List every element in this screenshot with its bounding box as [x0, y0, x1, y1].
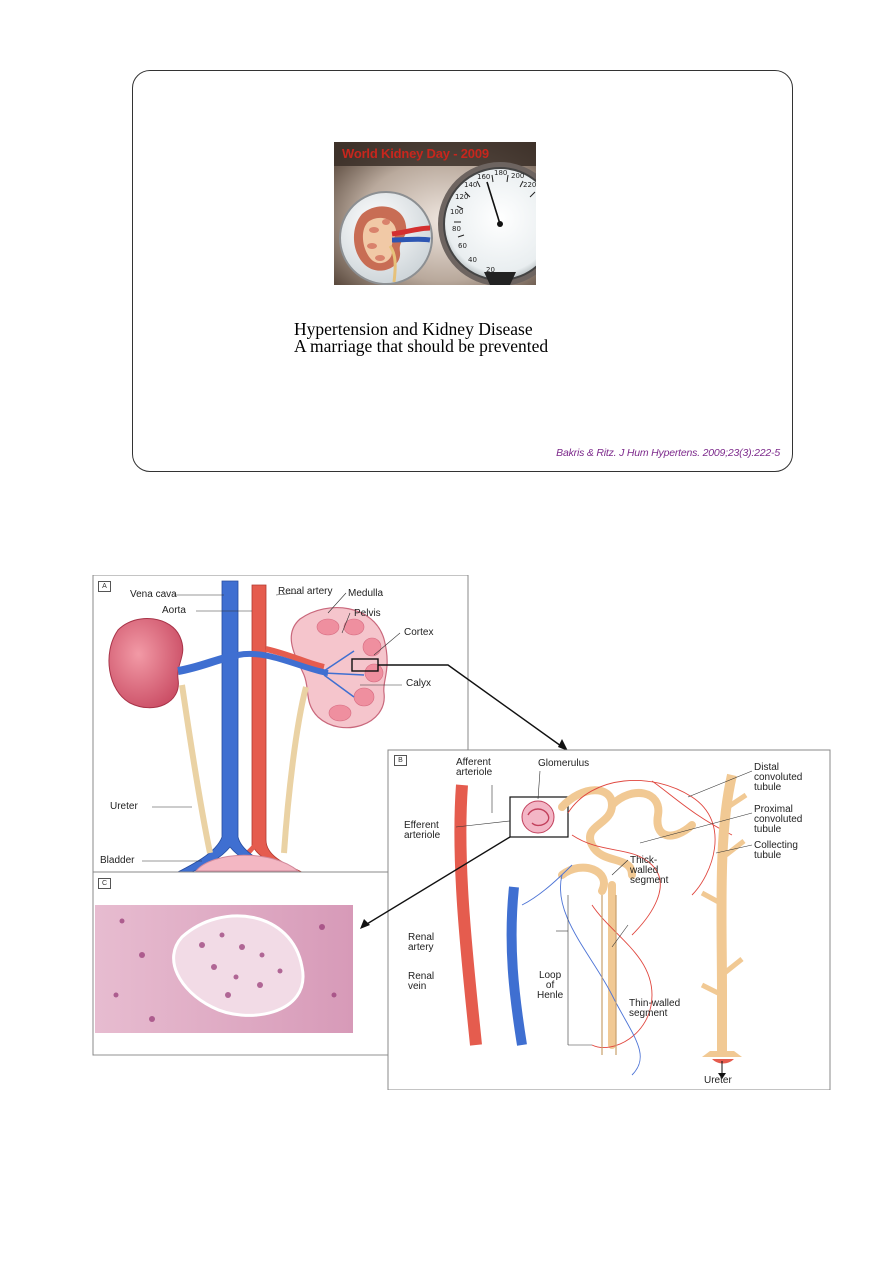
tubule-network — [558, 786, 696, 1049]
label-glomerulus: Glomerulus — [538, 758, 590, 769]
world-kidney-day-banner: 20 40 60 80 100 120 140 160 180 200 220 — [334, 142, 536, 285]
label-calyx: Calyx — [406, 678, 432, 689]
figure-drawing — [92, 575, 831, 1090]
gauge-tick-label: 100 — [450, 208, 463, 216]
panel-label-b: B — [394, 755, 407, 766]
gauge-tick-label: 220 — [523, 181, 536, 189]
bladder — [194, 854, 300, 872]
banner-title: World Kidney Day - 2009 — [342, 146, 489, 161]
left-kidney — [108, 617, 184, 709]
gauge-tick-label: 40 — [468, 256, 477, 264]
label-distal-tubule: Distal convoluted tubule — [754, 762, 803, 793]
label-bladder: Bladder — [100, 855, 135, 866]
slide-title-line-2: A marriage that should be prevented — [294, 336, 549, 356]
gauge-ticks — [454, 174, 536, 238]
label-afferent-arteriole: Afferent arteriole — [456, 757, 493, 778]
renal-vein-b — [506, 886, 527, 1046]
label-proximal-tubule: Proximal convoluted tubule — [754, 804, 803, 835]
slide-frame: 20 40 60 80 100 120 140 160 180 200 220 — [132, 70, 793, 472]
label-ureter-b: Ureter — [704, 1075, 732, 1086]
right-ureter — [281, 686, 309, 854]
label-renal-artery-b: Renal artery — [408, 932, 435, 953]
gauge-tick-label: 160 — [477, 173, 490, 181]
label-efferent-arteriole: Efferent arteriole — [404, 820, 441, 841]
label-vena-cava: Vena cava — [130, 589, 177, 600]
label-cortex: Cortex — [404, 627, 434, 638]
label-thin-walled-segment: Thin-walled segment — [629, 998, 681, 1019]
banner-illustration: 20 40 60 80 100 120 140 160 180 200 220 — [334, 142, 536, 285]
label-thick-walled-segment: Thick- walled segment — [630, 855, 669, 886]
gauge-tick-label: 20 — [486, 266, 495, 274]
slide-title: Hypertension and Kidney Disease A marria… — [294, 319, 549, 356]
collecting-tubule — [716, 773, 737, 1051]
label-aorta: Aorta — [162, 605, 186, 616]
gauge-tick-label: 80 — [452, 225, 461, 233]
glomerulus-micrograph — [172, 914, 305, 1017]
label-ureter-a: Ureter — [110, 801, 138, 812]
panel-label-c: C — [98, 878, 111, 889]
micrograph-arrow — [361, 836, 511, 928]
gauge-tick-label: 120 — [455, 193, 468, 201]
gauge-tick-label: 200 — [511, 172, 524, 180]
renal-artery-b — [454, 784, 482, 1046]
label-renal-vein: Renal vein — [408, 971, 435, 992]
gauge-tick-label: 60 — [458, 242, 467, 250]
gauge-tick-label: 180 — [494, 169, 507, 177]
label-pelvis: Pelvis — [354, 608, 381, 619]
citation: Bakris & Ritz. J Hum Hypertens. 2009;23(… — [556, 447, 780, 459]
gauge-needle — [486, 181, 501, 225]
label-loop-of-henle: Loop of Henle — [537, 970, 564, 1001]
label-collecting-tubule: Collecting tubule — [754, 840, 798, 861]
gauge-tick-label: 140 — [464, 181, 477, 189]
zoom-arrow — [378, 664, 569, 752]
slide-title-line-1: Hypertension and Kidney Disease — [294, 319, 533, 339]
label-medulla: Medulla — [348, 588, 384, 599]
glomerulus-box — [509, 796, 569, 838]
panel-label-a: A — [98, 581, 111, 592]
kidney-anatomy-figure: A B C Vena cava Aorta Renal artery Medul… — [92, 575, 832, 1090]
label-renal-artery-a: Renal artery — [278, 586, 333, 597]
left-ureter — [179, 684, 213, 854]
